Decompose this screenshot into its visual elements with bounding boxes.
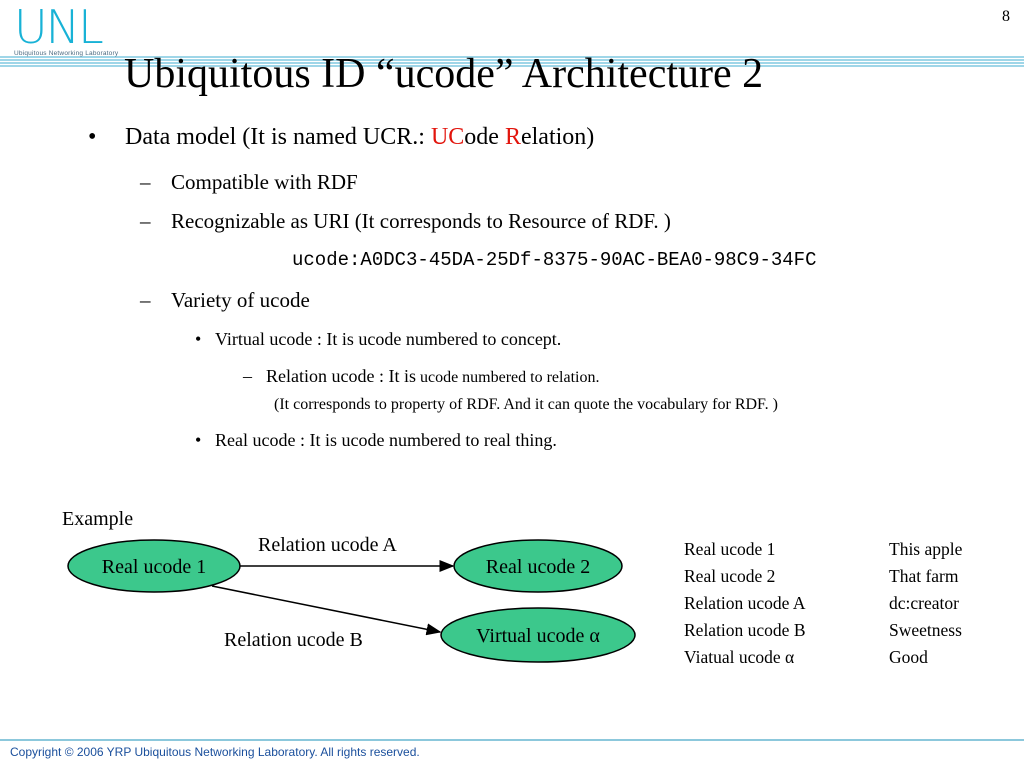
- uri-example: ucode:A0DC3-45DA-25Df-8375-90AC-BEA0-98C…: [292, 249, 817, 271]
- highlight-r: R: [504, 124, 521, 150]
- bullet-prefix: Data model (It is named UCR.:: [125, 124, 431, 150]
- footer-divider: [0, 739, 1024, 741]
- mapping-key: Relation ucode A: [684, 593, 806, 613]
- page-number: 8: [1002, 8, 1010, 25]
- edge-b-arrow: [211, 585, 442, 636]
- mapping-value: Good: [889, 647, 928, 667]
- mapping-key: Real ucode 1: [684, 539, 776, 559]
- bullet-data-model: • Data model (It is named UCR.: UCode Re…: [88, 124, 594, 151]
- node-virtual-ucode: [440, 607, 636, 663]
- header-stripes: [0, 56, 1024, 70]
- virtual-ucode-desc: Virtual ucode : It is ucode numbered to …: [215, 329, 562, 349]
- diagram-svg: Example Relation ucode A Relation ucode …: [62, 508, 636, 663]
- relation-note: (It corresponds to property of RDF. And …: [274, 396, 778, 413]
- example-caption: Example: [62, 508, 133, 530]
- sub-recognizable-uri: Recognizable as URI (It corresponds to R…: [171, 209, 671, 233]
- table-row: Relation ucode A dc:creator: [684, 590, 962, 617]
- slide-title: Ubiquitous ID “ucode” Architecture 2: [124, 51, 764, 97]
- logo-mark: UNL: [14, 0, 104, 54]
- bullet-dot: •: [88, 124, 97, 150]
- sub-variety: Variety of ucode: [171, 288, 310, 312]
- node-real-ucode-1: [67, 539, 241, 593]
- dash-item: –: [243, 366, 252, 386]
- highlight-uc: UC: [430, 124, 465, 150]
- mapping-value: This apple: [889, 539, 963, 559]
- sub-compatible-rdf: Compatible with RDF: [171, 170, 358, 194]
- node-real-ucode-2-label: Real ucode 2: [486, 556, 590, 578]
- edge-a-label: Relation ucode A: [258, 534, 397, 556]
- bullet-elation: elation): [520, 124, 595, 150]
- logo-subtitle: Ubiquitous Networking Laboratory: [14, 50, 119, 57]
- bullet-ode: ode: [464, 124, 505, 150]
- table-row: Real ucode 2 That farm: [684, 563, 962, 590]
- node-real-ucode-2: [453, 539, 623, 593]
- footer-copyright: Copyright © 2006 YRP Ubiquitous Networki…: [10, 745, 420, 759]
- bullet-data-model-text: Data model (It is named UCR.: UCode Rela…: [125, 124, 594, 151]
- node-virtual-ucode-label: Virtual ucode α: [476, 625, 600, 647]
- relation-desc-a: Relation ucode : It is: [266, 366, 416, 386]
- mapping-value: Sweetness: [889, 620, 962, 640]
- edge-b-label: Relation ucode B: [224, 629, 363, 651]
- mapping-key: Relation ucode B: [684, 620, 806, 640]
- relation-ucode-desc: Relation ucode : It is ucode numbered to…: [266, 366, 599, 387]
- table-row: Viatual ucode α Good: [684, 644, 962, 671]
- mapping-value: dc:creator: [889, 593, 959, 613]
- dash-item: –: [140, 288, 151, 312]
- table-row: Real ucode 1 This apple: [684, 536, 962, 563]
- node-real-ucode-1-label: Real ucode 1: [102, 556, 206, 578]
- uml-logo: UNL Ubiquitous Networking Laboratory: [14, 4, 174, 66]
- dash-item: –: [140, 170, 151, 194]
- real-ucode-desc: Real ucode : It is ucode numbered to rea…: [215, 430, 557, 450]
- bullet-dot: •: [195, 430, 202, 450]
- dash-item: –: [140, 209, 151, 233]
- table-row: Relation ucode B Sweetness: [684, 617, 962, 644]
- mapping-key: Real ucode 2: [684, 566, 776, 586]
- bullet-dot: •: [195, 329, 202, 349]
- mapping-value: That farm: [889, 566, 959, 586]
- relation-diagram: Example Relation ucode A Relation ucode …: [0, 500, 680, 680]
- relation-desc-b: ucode numbered to relation.: [415, 369, 600, 386]
- mapping-key: Viatual ucode α: [684, 647, 795, 667]
